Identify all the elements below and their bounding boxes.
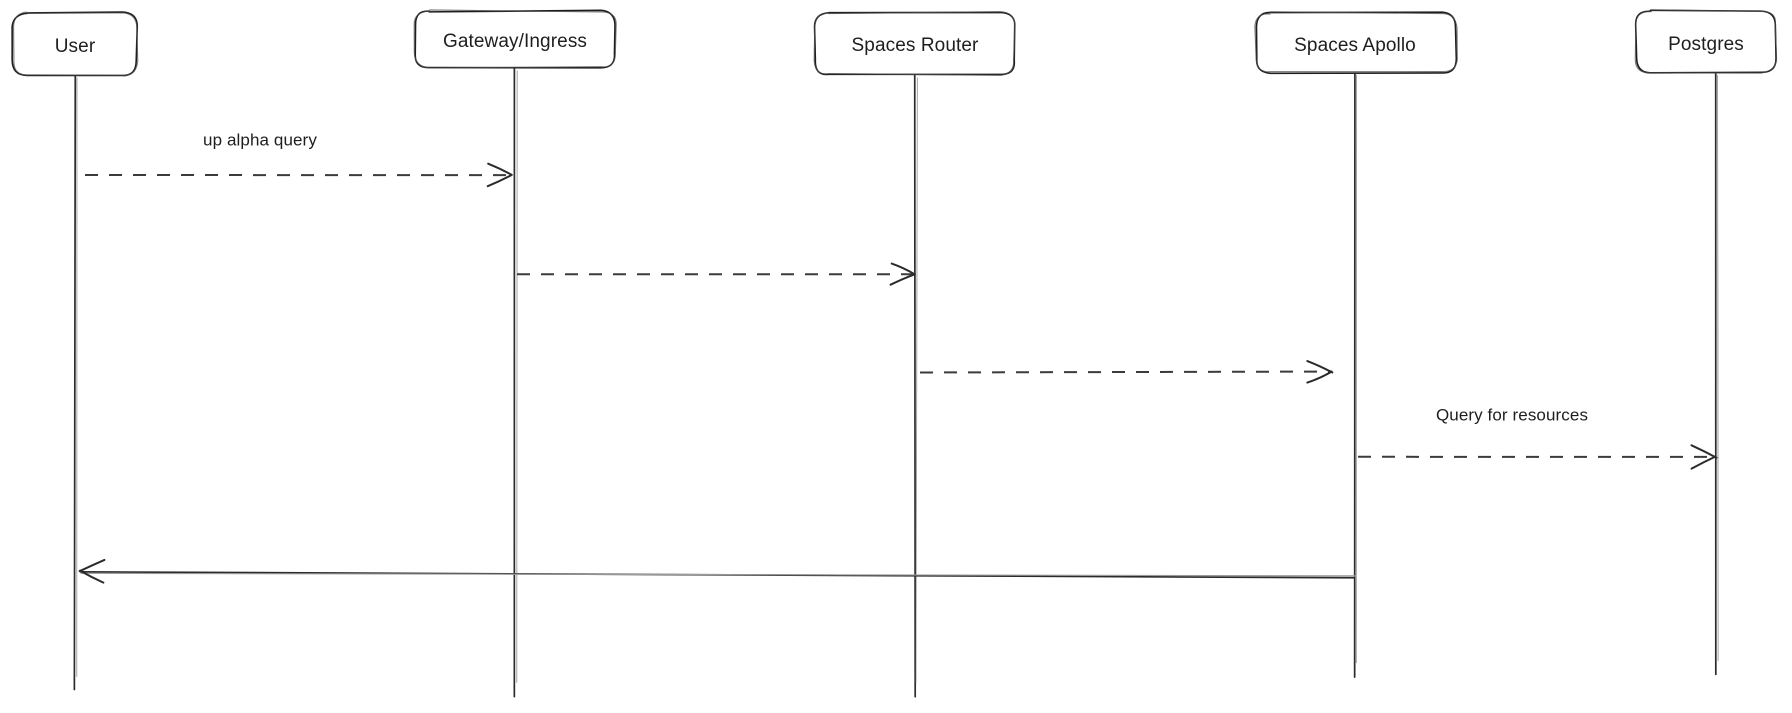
arrowhead-msg-1 (486, 162, 513, 188)
lifeline-postgres (1714, 71, 1719, 676)
message-msg-3[interactable] (919, 360, 1334, 384)
participant-box-outline-postgres (1634, 9, 1778, 74)
participant-box-outline-spaces-apollo (1254, 11, 1458, 73)
arrowhead-msg-3 (1306, 360, 1334, 384)
message-line-shadow-msg-5 (80, 572, 1356, 577)
participant-label-spaces-router: Spaces Router (852, 35, 980, 56)
participant-user[interactable]: User (11, 11, 139, 77)
lifeline-spaces-apollo (1353, 72, 1358, 678)
arrowhead-msg-2 (889, 262, 916, 286)
message-label-msg-1: up alpha query (203, 130, 317, 149)
participant-gateway[interactable]: Gateway/Ingress (413, 9, 617, 69)
participant-label-postgres: Postgres (1668, 34, 1744, 55)
participant-box-outline-spaces-router (813, 11, 1016, 76)
participant-spaces-apollo[interactable]: Spaces Apollo (1254, 11, 1458, 75)
lifeline-gateway (513, 67, 518, 698)
lifeline-user (73, 74, 78, 691)
participant-box-outline-user (12, 11, 139, 76)
message-msg-2[interactable] (516, 262, 916, 286)
message-msg-1[interactable]: up alpha query (84, 130, 513, 188)
participant-box-outline-gateway (413, 9, 617, 69)
participant-label-gateway: Gateway/Ingress (443, 31, 587, 52)
message-line-msg-3 (919, 370, 1333, 374)
arrowhead-msg-5 (78, 558, 106, 584)
message-msg-4[interactable]: Query for resources (1357, 405, 1718, 470)
message-msg-5[interactable] (78, 558, 1356, 584)
participant-label-user: User (55, 36, 96, 57)
participant-label-spaces-apollo: Spaces Apollo (1294, 35, 1416, 56)
message-label-msg-4: Query for resources (1436, 405, 1588, 424)
participant-spaces-router[interactable]: Spaces Router (813, 11, 1016, 76)
lifeline-spaces-router (913, 73, 918, 698)
participant-postgres[interactable]: Postgres (1634, 9, 1778, 74)
arrowhead-msg-4 (1690, 444, 1718, 470)
